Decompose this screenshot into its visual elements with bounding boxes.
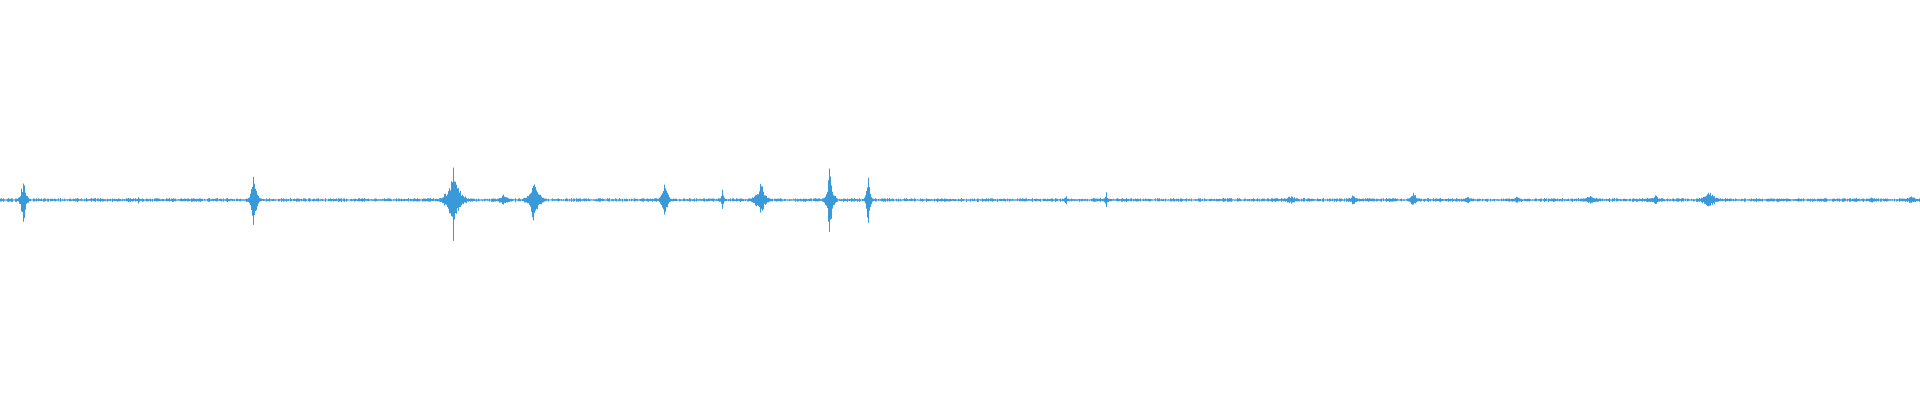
waveform-signal (0, 167, 1920, 241)
